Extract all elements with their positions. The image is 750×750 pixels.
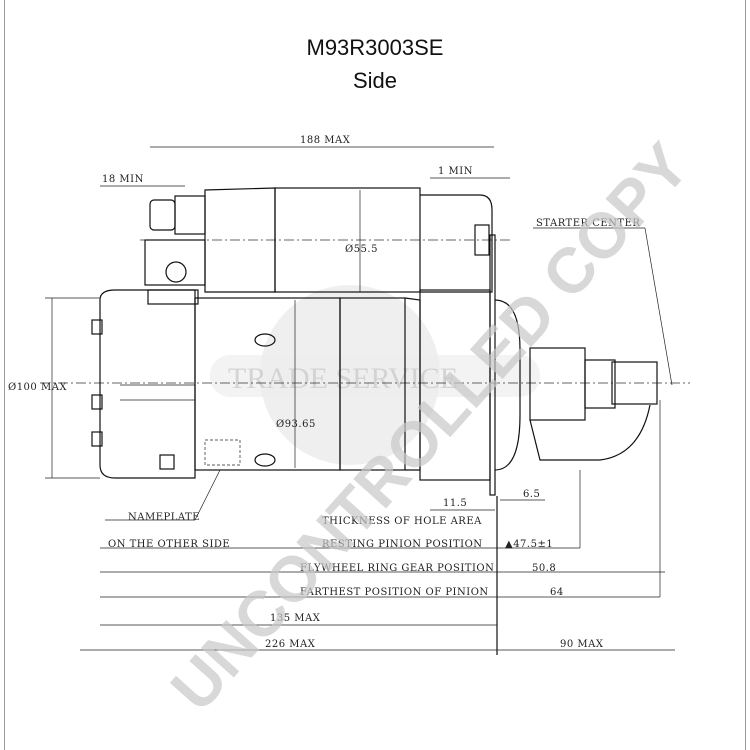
flywheel-label: FLYWHEEL RING GEAR POSITION — [300, 563, 494, 574]
view-label: Side — [352, 68, 398, 93]
dim-dia-55-5: Ø55.5 — [345, 244, 378, 255]
dimension-lines — [45, 146, 675, 651]
dim-226-max: 226 MAX — [265, 639, 316, 650]
uncontrolled-copy-watermark: UNCONTROLLED COPY — [157, 129, 703, 724]
part-number-title: M93R3003SE — [306, 35, 444, 60]
dim-135-max: 135 MAX — [270, 613, 321, 624]
dim-90-max: 90 MAX — [560, 639, 604, 650]
drive-housing — [489, 234, 658, 655]
sheet-border — [4, 0, 746, 750]
starter-center-label: STARTER CENTER — [536, 218, 640, 229]
dim-6-5: 6.5 — [523, 489, 540, 500]
nameplate-label: NAMEPLATE — [128, 512, 200, 523]
dim-64: 64 — [550, 587, 564, 598]
resting-pinion-label: RESTING PINION POSITION — [322, 539, 483, 550]
dim-11-5: 11.5 — [443, 498, 467, 509]
dim-18-min: 18 MIN — [102, 174, 144, 185]
nameplate-note: ON THE OTHER SIDE — [108, 539, 230, 550]
dim-47-5: ▲47.5±1 — [505, 539, 553, 550]
dim-dia-93-65: Ø93.65 — [276, 419, 316, 430]
solenoid — [144, 187, 493, 305]
dim-dia-100-max: Ø100 MAX — [8, 382, 67, 393]
thickness-label: THICKNESS OF HOLE AREA — [322, 516, 482, 527]
dim-50-8: 50.8 — [532, 563, 556, 574]
dim-1-min: 1 MIN — [438, 166, 473, 177]
farthest-pinion-label: FARTHEST POSITION OF PINION — [300, 587, 489, 598]
dim-188-max: 188 MAX — [300, 135, 351, 146]
